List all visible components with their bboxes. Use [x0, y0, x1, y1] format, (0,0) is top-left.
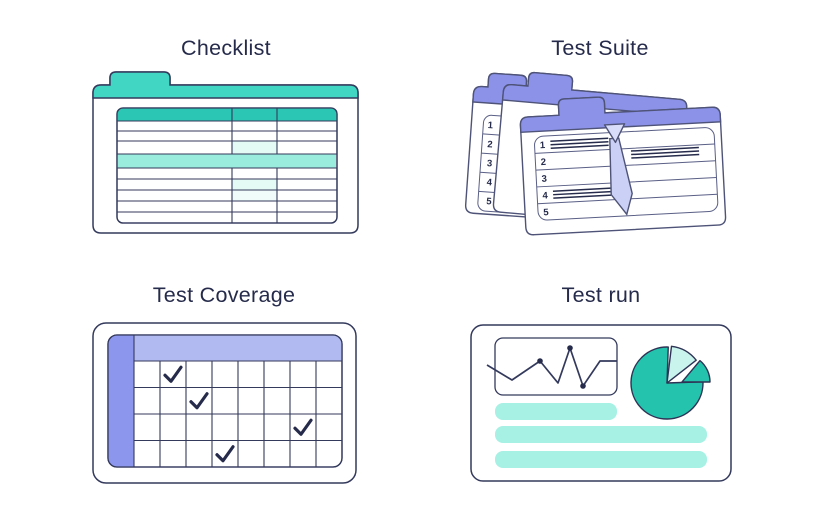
test-run-title: Test run: [561, 283, 641, 307]
list-item-number: 2: [541, 157, 547, 168]
highlight-band-row: [118, 154, 336, 168]
pie-main-slice: [630, 346, 704, 420]
text-bar: [495, 403, 617, 420]
table-border: [116, 107, 338, 224]
pie-exploded-slice: [681, 359, 711, 383]
checklist-illustration: [92, 71, 359, 234]
table-border: [107, 334, 343, 468]
test-coverage-title: Test Coverage: [152, 283, 296, 307]
list-item-number: 2: [487, 139, 493, 150]
table-header-row: [134, 335, 342, 361]
line-chart: [486, 337, 618, 396]
checkmark-icon: [163, 365, 183, 383]
table-sidebar-column: [108, 335, 134, 467]
test-coverage-illustration: [92, 322, 357, 484]
folder-tab-header: [92, 71, 359, 99]
text-bar: [495, 451, 707, 468]
highlight-cell: [232, 179, 277, 190]
checklist-table: [116, 107, 338, 224]
card-list: [534, 127, 719, 221]
text-bar: [495, 426, 707, 443]
suite-card-front: 1 2 3 4 5: [519, 96, 727, 236]
test-suite-illustration: 1 2 3 4 5 1 2 3 4 5: [464, 71, 727, 236]
highlight-cell: [232, 190, 277, 201]
summary-bars: [495, 403, 707, 468]
checkmark-icon: [293, 418, 313, 436]
coverage-table: [107, 334, 343, 468]
table-column-lines: [231, 108, 278, 223]
pie-chart: [630, 345, 711, 420]
list-item-number: 1: [540, 140, 547, 151]
data-point: [567, 345, 573, 351]
table-row-lines: [117, 120, 337, 213]
line-chart-series: [486, 347, 617, 387]
data-point: [537, 358, 543, 364]
coverage-checkmarks: [163, 365, 313, 463]
pie-light-slice: [666, 345, 697, 384]
test-run-illustration: [470, 324, 732, 482]
list-item-text-lines: [550, 137, 700, 199]
table-header-row: [117, 108, 337, 121]
list-item-number: 5: [486, 196, 493, 207]
list-item-number: 5: [543, 207, 550, 218]
highlight-cell: [232, 141, 277, 154]
list-item-number: 3: [487, 158, 493, 169]
checkmark-icon: [189, 392, 209, 410]
list-item-number: 4: [542, 190, 549, 201]
card-tab-header: [501, 71, 688, 117]
list-item-number: 3: [541, 174, 547, 185]
data-point: [580, 383, 586, 389]
list-item-number: 1: [487, 120, 494, 131]
line-chart-points: [537, 345, 586, 389]
card-tab-header: [519, 96, 722, 134]
tie-knot: [603, 123, 626, 144]
checkmark-icon: [215, 445, 235, 463]
test-suite-title: Test Suite: [551, 36, 649, 60]
table-grid-lines: [133, 335, 342, 467]
line-chart-box: [494, 337, 618, 396]
list-item-number: 4: [486, 177, 493, 188]
checklist-title: Checklist: [181, 36, 271, 60]
